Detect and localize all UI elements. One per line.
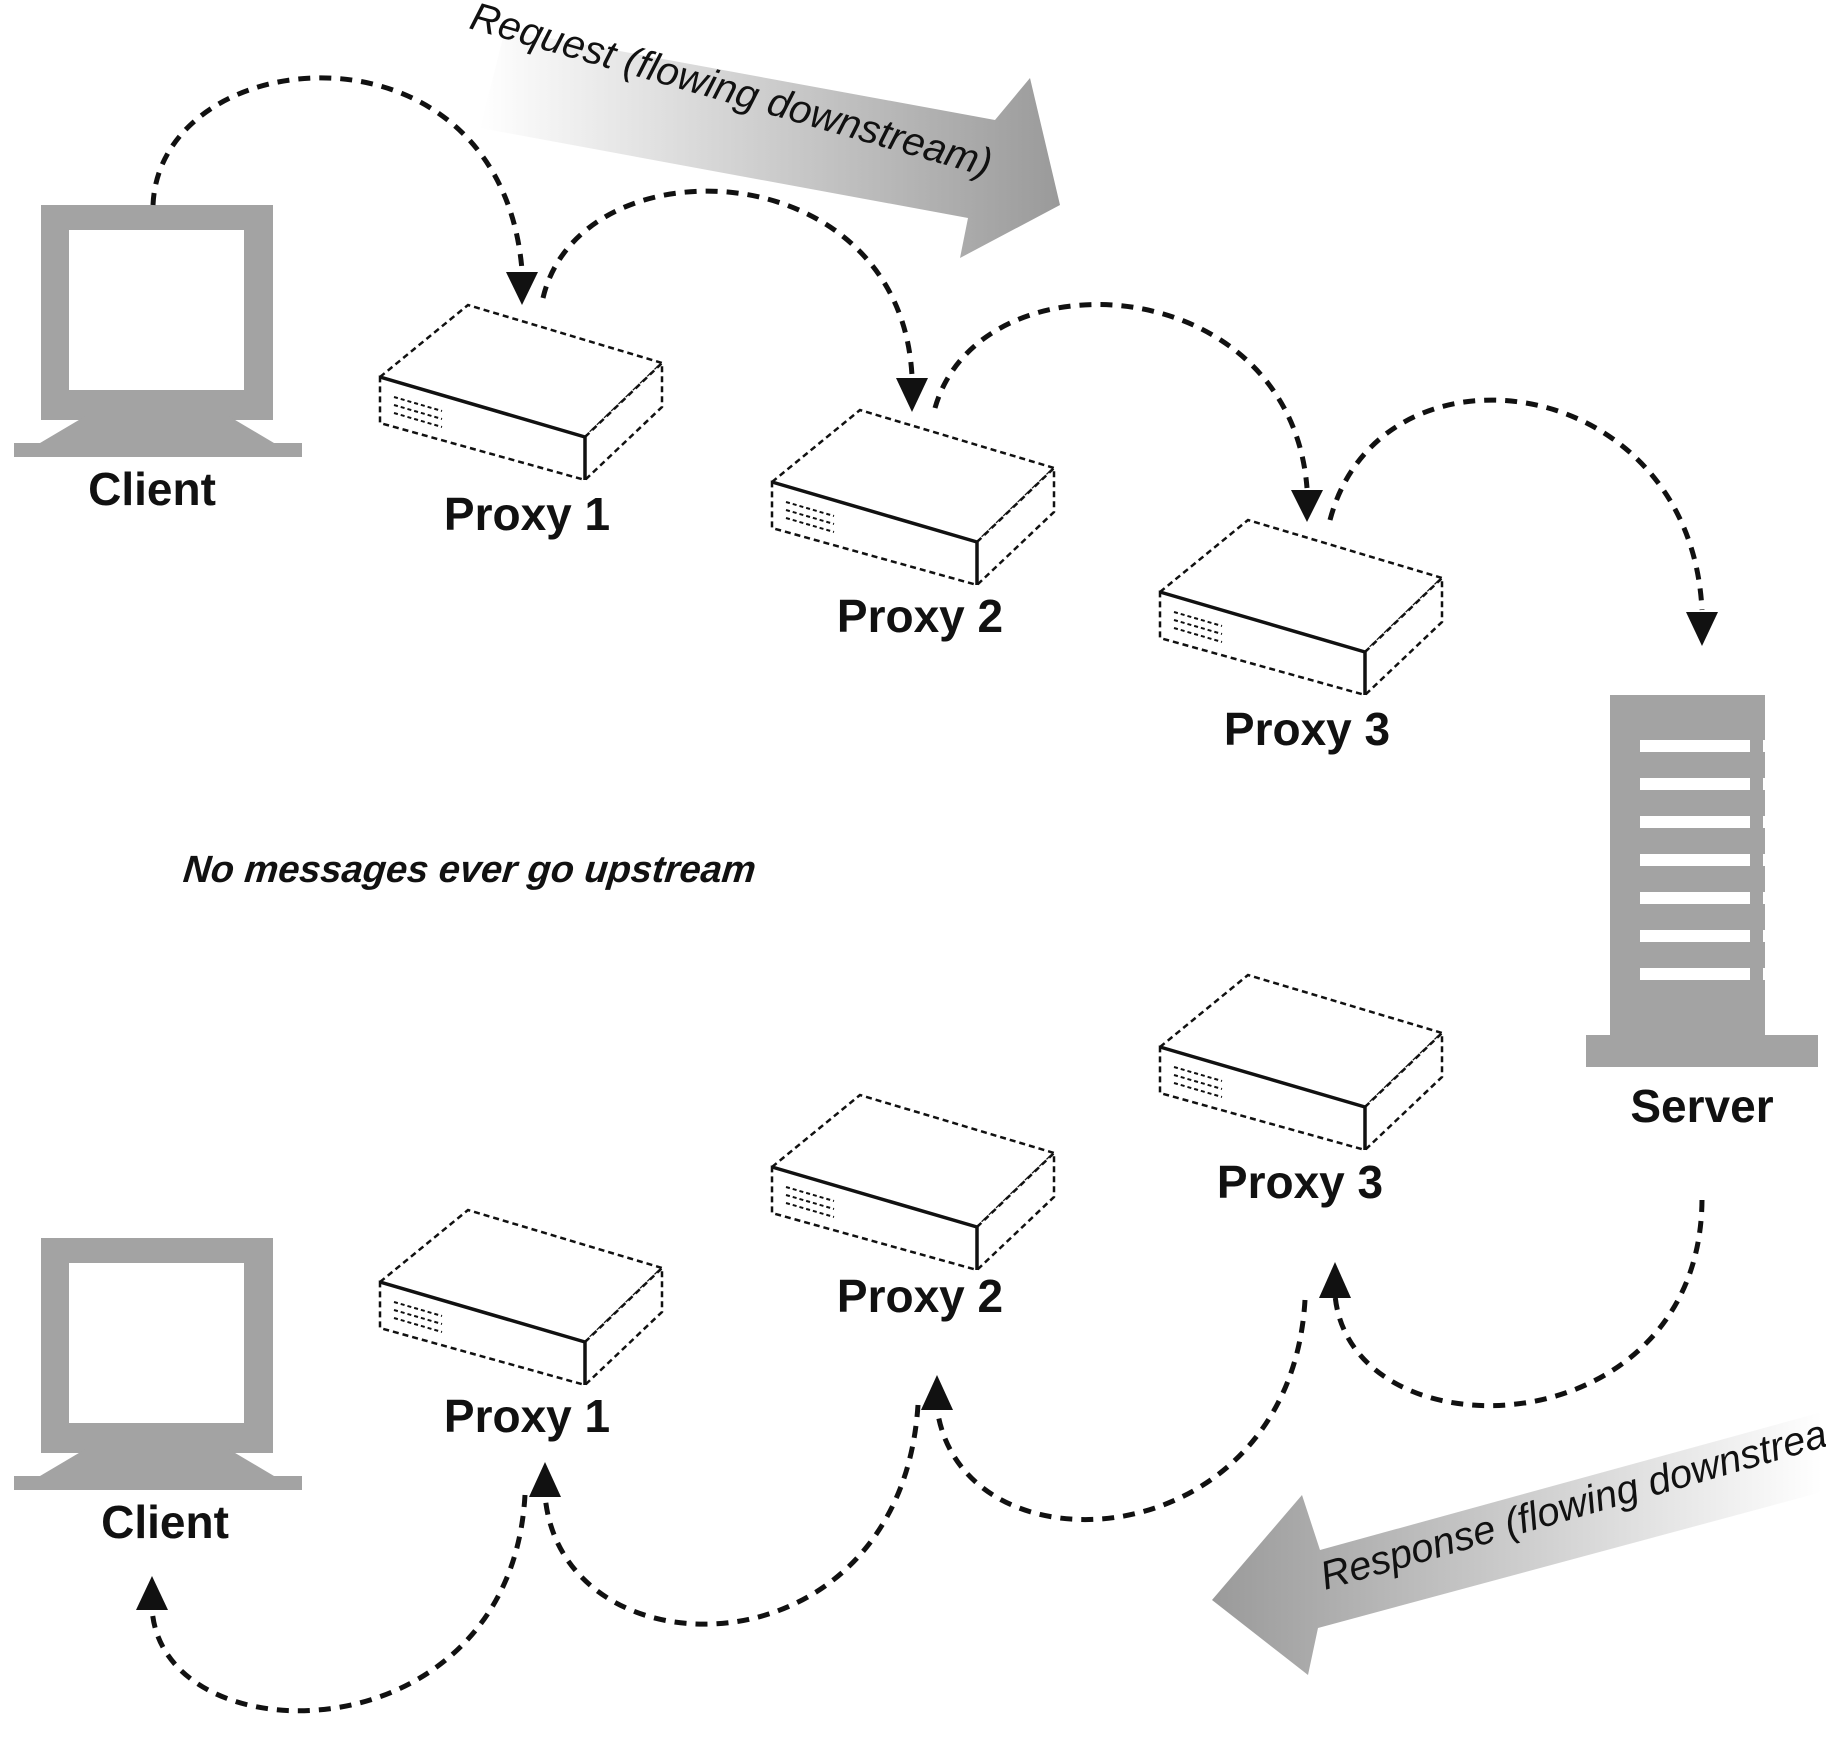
request-path	[150, 75, 1718, 646]
top-proxy3-label: Proxy 3	[1224, 703, 1390, 755]
bottom-proxy2-icon	[770, 1093, 1056, 1272]
response-flow-arrow-icon	[1212, 1412, 1822, 1675]
bottom-proxy1-icon	[378, 1208, 664, 1387]
top-proxy1-label: Proxy 1	[444, 488, 610, 540]
top-proxy2-icon	[770, 408, 1056, 587]
bottom-proxy3-icon	[1158, 973, 1444, 1152]
bottom-proxy2-label: Proxy 2	[837, 1270, 1003, 1322]
server-label: Server	[1630, 1080, 1773, 1132]
bottom-proxy3-label: Proxy 3	[1217, 1156, 1383, 1208]
top-proxy1-icon	[378, 303, 664, 482]
top-proxy3-icon	[1158, 518, 1444, 697]
top-client-computer-icon	[14, 205, 302, 457]
server-tower-icon	[1586, 695, 1818, 1067]
response-path	[136, 1199, 1705, 1714]
top-client-label: Client	[88, 463, 216, 515]
bottom-client-label: Client	[101, 1496, 229, 1548]
bottom-proxy1-label: Proxy 1	[444, 1390, 610, 1442]
no-upstream-note: No messages ever go upstream	[181, 849, 758, 891]
top-proxy2-label: Proxy 2	[837, 590, 1003, 642]
bottom-client-computer-icon	[14, 1238, 302, 1490]
request-flow-arrow-icon	[480, 30, 1060, 258]
